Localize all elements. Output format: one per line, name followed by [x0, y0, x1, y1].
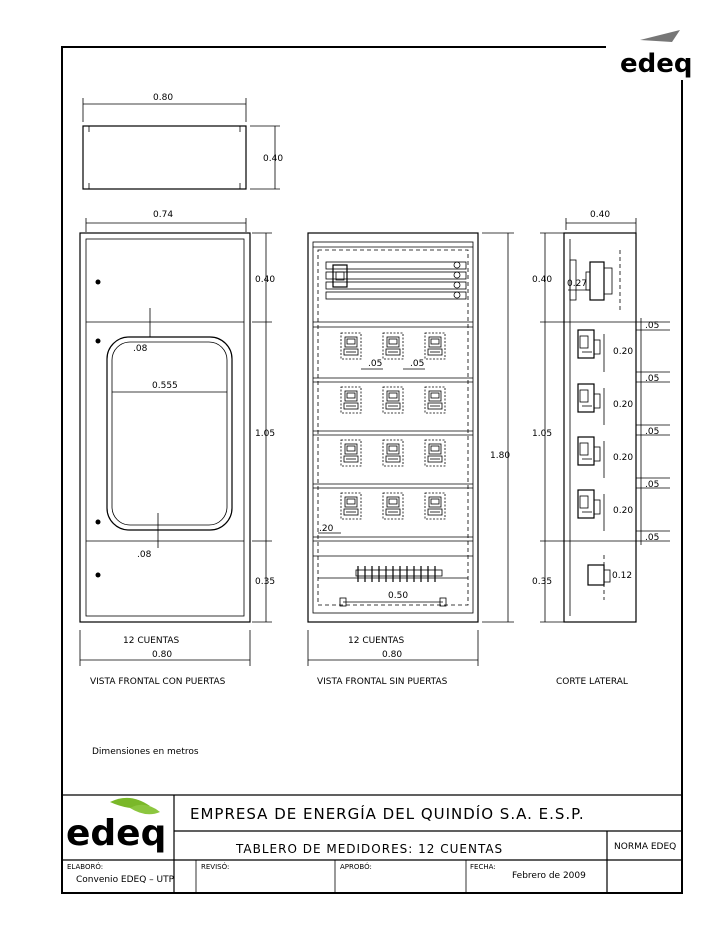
- front-doors-dim-upper: 0.40: [255, 275, 275, 285]
- title-logo-text: edeq: [66, 813, 166, 854]
- gap-label-5: .05: [645, 533, 659, 543]
- front-open-width-bottom: 0.80: [382, 650, 402, 660]
- header-logo-text: edeq: [620, 49, 693, 79]
- front-view-doors: 0.74 .08 0.555 .08 0.40 1.05 0.35 12 CUE…: [79, 210, 275, 687]
- sheet-border: [61, 46, 683, 894]
- top-view: 0.80 0.40: [82, 93, 283, 190]
- row-label-2: 0.20: [613, 400, 633, 410]
- drawing-title: TABLERO DE MEDIDORES: 12 CUENTAS: [235, 842, 503, 856]
- row-label-3: 0.20: [613, 453, 633, 463]
- breaker-depth: 0.27: [567, 279, 587, 289]
- terminal-bar: [355, 566, 443, 582]
- row-label-1: 0.20: [613, 347, 633, 357]
- gap-label-3: .05: [645, 427, 659, 437]
- fecha-label: FECHA:: [470, 863, 496, 871]
- bar-width: 0.50: [388, 591, 408, 601]
- meter-depth: 0.12: [612, 571, 632, 581]
- front-open-title: VISTA FRONTAL SIN PUERTAS: [317, 677, 448, 687]
- front-doors-width-top: 0.74: [153, 210, 173, 220]
- norma-label: NORMA EDEQ: [614, 842, 676, 852]
- reviso-label: REVISÓ:: [201, 862, 229, 871]
- spacing-a: .05: [368, 359, 382, 369]
- front-open-count: 12 CUENTAS: [348, 636, 405, 646]
- offset-left: .20: [319, 524, 334, 534]
- title-block: edeq EMPRESA DE ENERGÍA DEL QUINDÍO S.A.…: [62, 794, 682, 893]
- units-note: Dimensiones en metros: [92, 747, 199, 757]
- elaboro-label: ELABORÓ:: [67, 862, 103, 871]
- top-view-width: 0.80: [153, 93, 173, 103]
- aprobo-label: APROBÓ:: [340, 862, 372, 871]
- side-dim-middle: 1.05: [532, 429, 552, 439]
- spacing-b: .05: [410, 359, 424, 369]
- side-dim-upper: 0.40: [532, 275, 552, 285]
- fecha-value: Febrero de 2009: [512, 871, 586, 881]
- front-doors-count: 12 CUENTAS: [123, 636, 180, 646]
- front-doors-dim-lower: 0.35: [255, 577, 275, 587]
- front-doors-width-bottom: 0.80: [152, 650, 172, 660]
- header-logo: edeq: [606, 30, 693, 80]
- window-width: 0.555: [152, 381, 178, 391]
- front-view-open: .05 .05 .20 0.50 1.80 12 CUENTAS 0.80 VI…: [307, 232, 514, 687]
- side-title: CORTE LATERAL: [556, 677, 628, 687]
- top-view-depth: 0.40: [263, 154, 283, 164]
- side-dim-lower: 0.35: [532, 577, 552, 587]
- total-height: 1.80: [490, 451, 510, 461]
- title-block-logo: edeq: [66, 797, 166, 854]
- side-view: 0.40 0.40 1.05 0.35 0.27: [532, 210, 670, 687]
- row-label-4: 0.20: [613, 506, 633, 516]
- company-name: EMPRESA DE ENERGÍA DEL QUINDÍO S.A. E.S.…: [190, 804, 585, 823]
- elaboro-value: Convenio EDEQ – UTP: [76, 875, 175, 885]
- gap-label-1: .05: [645, 321, 659, 331]
- front-doors-title: VISTA FRONTAL CON PUERTAS: [90, 677, 226, 687]
- gap-label-2: .05: [645, 374, 659, 384]
- window-offset-bottom: .08: [137, 550, 152, 560]
- gap-label-4: .05: [645, 480, 659, 490]
- window-offset-top: .08: [133, 344, 148, 354]
- side-depth-top: 0.40: [590, 210, 610, 220]
- front-doors-dim-middle: 1.05: [255, 429, 275, 439]
